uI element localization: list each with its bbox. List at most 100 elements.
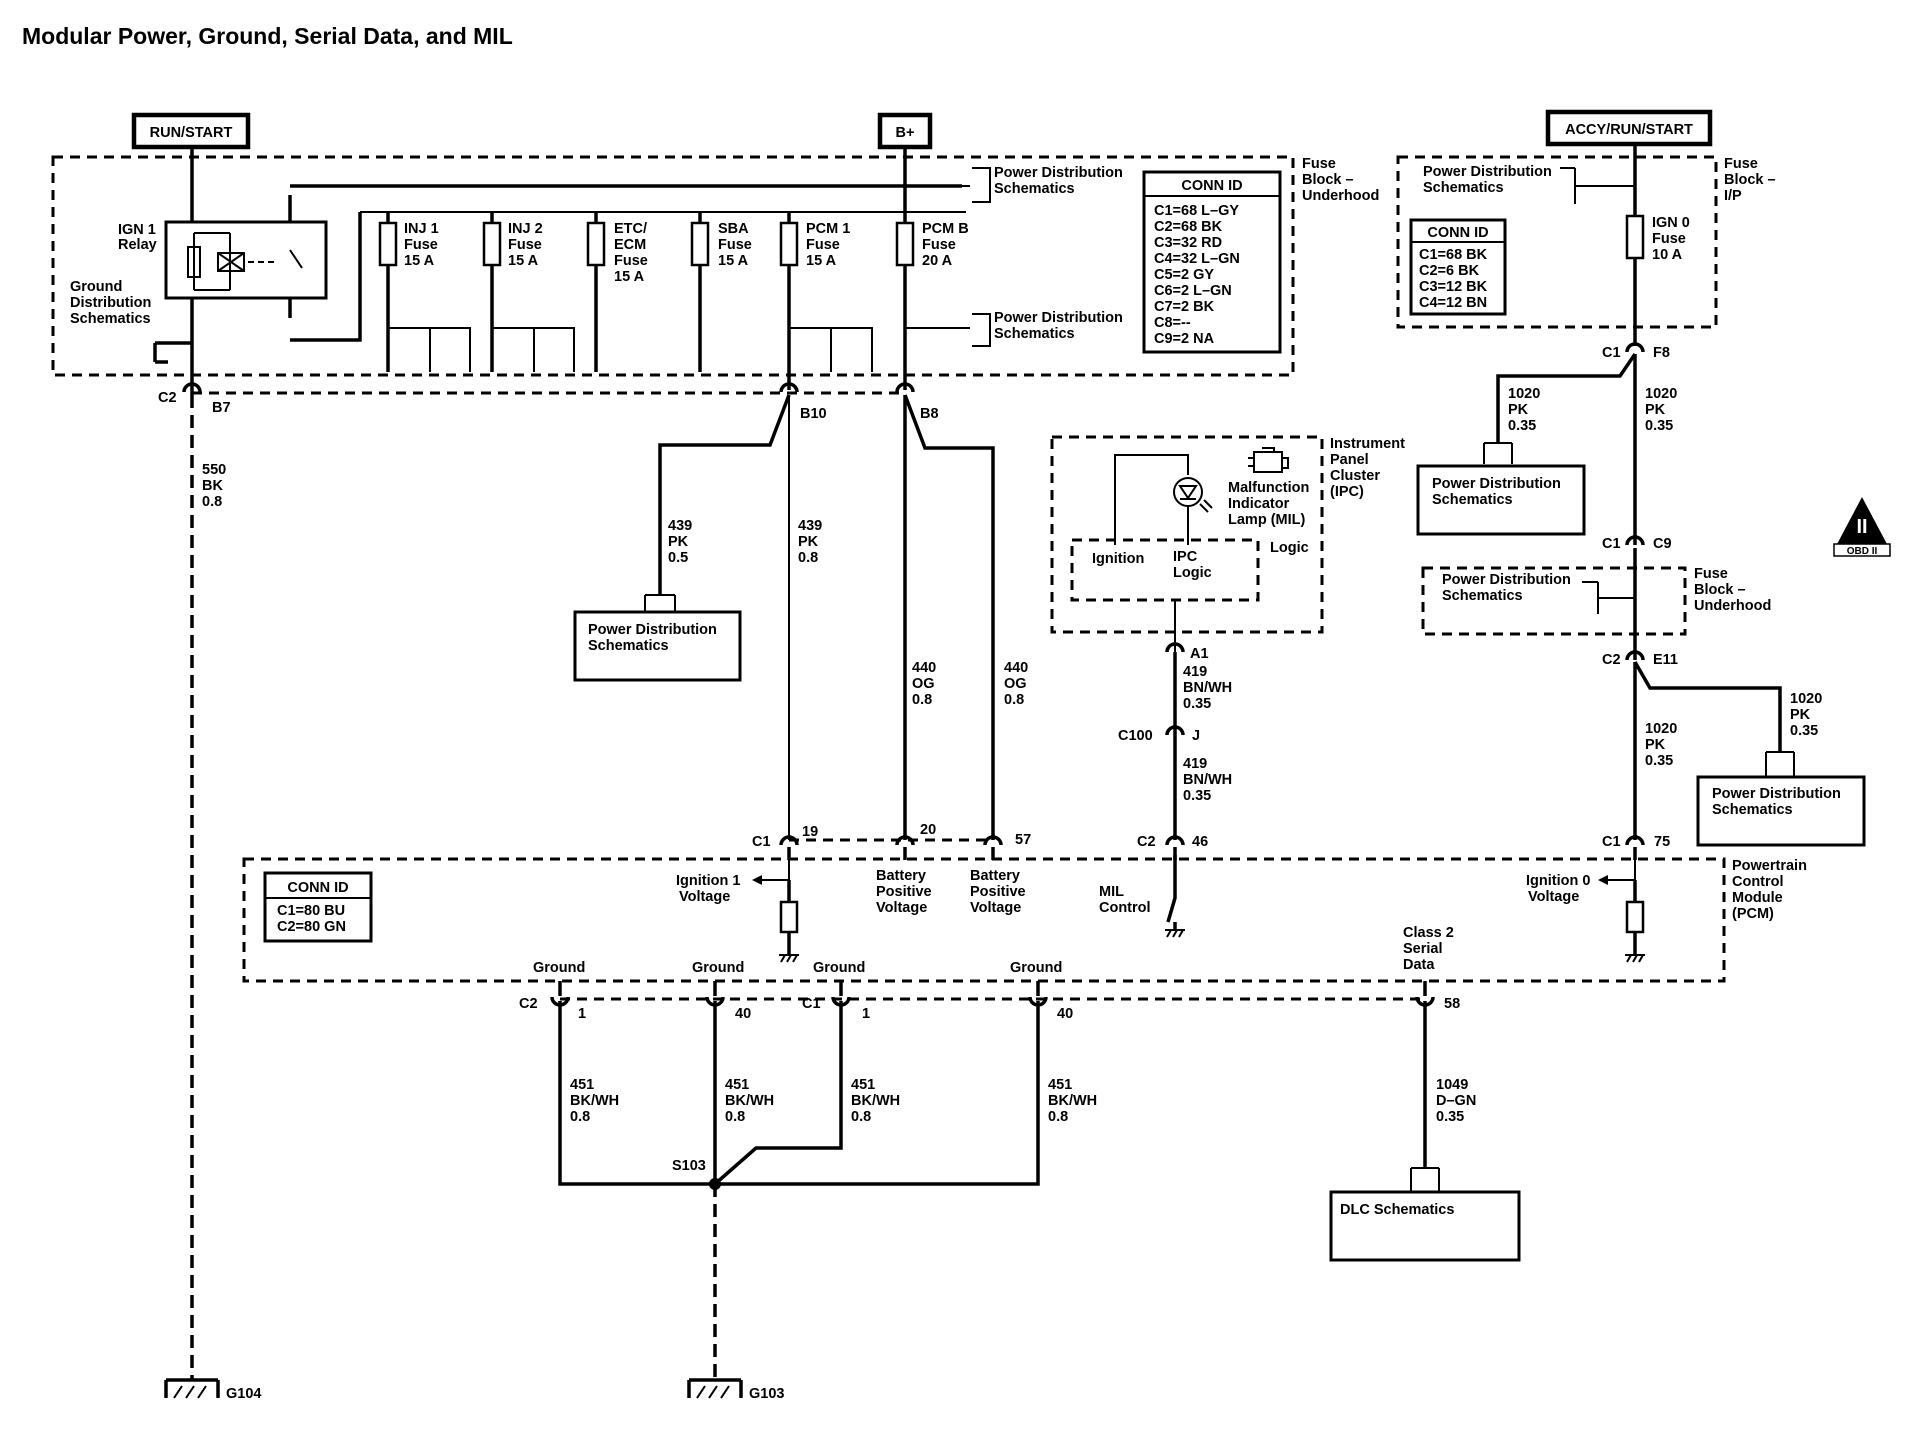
svg-text:Block –: Block – xyxy=(1694,582,1746,598)
wire-1020a: 1020 PK 0.35 xyxy=(1508,386,1540,434)
pin-58: 58 xyxy=(1444,996,1460,1012)
pd-ref-top-1: Power Distribution Schematics xyxy=(905,165,1123,203)
wire-550: 550 BK 0.8 xyxy=(202,462,226,510)
fuse-block-underhood-2: Fuse Block – Underhood Power Distributio… xyxy=(1421,566,1771,636)
svg-text:1049: 1049 xyxy=(1436,1077,1468,1093)
svg-text:G104: G104 xyxy=(226,1386,261,1402)
svg-text:440: 440 xyxy=(1004,660,1028,676)
conn-c9: C9 xyxy=(1653,536,1672,552)
svg-text:Power Distribution: Power Distribution xyxy=(1442,572,1571,588)
svg-text:Fuse: Fuse xyxy=(718,237,752,253)
svg-text:Schematics: Schematics xyxy=(70,311,151,327)
svg-text:Positive: Positive xyxy=(876,884,932,900)
conn-pcm-c2: C2 xyxy=(1137,834,1156,850)
svg-text:Powertrain: Powertrain xyxy=(1732,858,1807,874)
fuse-block-underhood-label-3: Underhood xyxy=(1302,188,1379,204)
pin-57: 57 xyxy=(1015,832,1031,848)
svg-text:Logic: Logic xyxy=(1173,565,1212,581)
conn-pcm-c1: C1 xyxy=(752,834,771,850)
svg-text:Voltage: Voltage xyxy=(1528,889,1579,905)
svg-text:15 A: 15 A xyxy=(614,269,645,285)
wire-440b: 440 OG 0.8 xyxy=(1004,660,1028,708)
svg-text:Distribution: Distribution xyxy=(70,295,151,311)
inj2-fuse: INJ 2 Fuse 15 A xyxy=(482,212,575,372)
svg-text:CONN ID: CONN ID xyxy=(1181,178,1242,194)
svg-text:OG: OG xyxy=(1004,676,1027,692)
engine-icon xyxy=(1248,447,1289,473)
run-start-source: RUN/START xyxy=(131,112,251,150)
ign1-relay-label-2: Relay xyxy=(118,237,157,253)
svg-text:BK/WH: BK/WH xyxy=(1048,1093,1097,1109)
svg-text:(IPC): (IPC) xyxy=(1330,484,1364,500)
pin-75: 75 xyxy=(1654,834,1670,850)
svg-text:0.8: 0.8 xyxy=(725,1109,745,1125)
svg-text:Control: Control xyxy=(1732,874,1784,890)
wire-451b: 451 BK/WH 0.8 xyxy=(725,1077,774,1125)
svg-text:Fuse: Fuse xyxy=(806,237,840,253)
mil-lamp-icon xyxy=(1173,477,1203,507)
svg-text:MIL: MIL xyxy=(1099,884,1124,900)
svg-text:C8=--: C8=-- xyxy=(1154,315,1191,331)
svg-text:Lamp (MIL): Lamp (MIL) xyxy=(1228,512,1305,528)
wire-1020c: 1020 PK 0.35 xyxy=(1790,691,1822,739)
svg-text:Schematics: Schematics xyxy=(994,181,1075,197)
svg-text:Ground: Ground xyxy=(533,960,585,976)
svg-text:Ignition: Ignition xyxy=(1092,551,1144,567)
svg-text:PK: PK xyxy=(1645,737,1666,753)
svg-text:0.35: 0.35 xyxy=(1645,418,1673,434)
svg-text:C9=2 NA: C9=2 NA xyxy=(1154,331,1215,347)
svg-text:G103: G103 xyxy=(749,1386,784,1402)
svg-text:C2=68 BK: C2=68 BK xyxy=(1154,219,1223,235)
svg-text:Class 2: Class 2 xyxy=(1403,925,1454,941)
svg-text:ACCY/RUN/START: ACCY/RUN/START xyxy=(1565,122,1693,138)
svg-text:C4=32 L–GN: C4=32 L–GN xyxy=(1154,251,1240,267)
svg-text:0.8: 0.8 xyxy=(570,1109,590,1125)
wire-439a: 439 PK 0.5 xyxy=(668,518,692,566)
svg-text:PK: PK xyxy=(668,534,689,550)
pin-19: 19 xyxy=(802,824,818,840)
svg-text:C3=32 RD: C3=32 RD xyxy=(1154,235,1222,251)
pd-ref-2: Power Distribution Schematics xyxy=(1416,442,1586,536)
svg-text:C1=80 BU: C1=80 BU xyxy=(277,903,345,919)
svg-text:20 A: 20 A xyxy=(922,253,953,269)
svg-text:15 A: 15 A xyxy=(404,253,435,269)
svg-text:451: 451 xyxy=(570,1077,594,1093)
svg-text:BK/WH: BK/WH xyxy=(851,1093,900,1109)
svg-text:PK: PK xyxy=(798,534,819,550)
svg-text:C1=68 L–GY: C1=68 L–GY xyxy=(1154,203,1239,219)
pin-g1: 1 xyxy=(578,1006,586,1022)
conn-a1: A1 xyxy=(1190,646,1209,662)
svg-text:IPC: IPC xyxy=(1173,549,1198,565)
svg-text:Schematics: Schematics xyxy=(588,638,669,654)
svg-text:I/P: I/P xyxy=(1724,188,1742,204)
wire-1020d: 1020 PK 0.35 xyxy=(1645,721,1677,769)
dlc-schematics-ref: DLC Schematics xyxy=(1329,1167,1521,1262)
svg-text:C1=68 BK: C1=68 BK xyxy=(1419,247,1488,263)
svg-text:BN/WH: BN/WH xyxy=(1183,772,1232,788)
svg-text:Voltage: Voltage xyxy=(876,900,927,916)
pin-g40b: 40 xyxy=(1057,1006,1073,1022)
svg-text:RUN/START: RUN/START xyxy=(150,125,233,141)
svg-text:Logic: Logic xyxy=(1270,540,1309,556)
svg-text:Schematics: Schematics xyxy=(1423,180,1504,196)
svg-text:C2=6 BK: C2=6 BK xyxy=(1419,263,1480,279)
svg-text:Fuse: Fuse xyxy=(1652,231,1686,247)
fuse-block-ip: Fuse Block – I/P IGN 0 Fuse 10 A Power D… xyxy=(1396,144,1776,346)
conn-id-underhood: CONN ID C1=68 L–GY C2=68 BK C3=32 RD C4=… xyxy=(1142,170,1282,354)
svg-text:Fuse: Fuse xyxy=(404,237,438,253)
svg-text:0.8: 0.8 xyxy=(1048,1109,1068,1125)
svg-text:15 A: 15 A xyxy=(718,253,749,269)
svg-text:Voltage: Voltage xyxy=(679,889,730,905)
wire-419b: 419 BN/WH 0.35 xyxy=(1183,756,1232,804)
pcm1-fuse: PCM 1 Fuse 15 A xyxy=(779,212,873,390)
svg-text:Instrument: Instrument xyxy=(1330,436,1405,452)
wire-439b: 439 PK 0.8 xyxy=(798,518,822,566)
svg-text:0.8: 0.8 xyxy=(851,1109,871,1125)
svg-text:0.35: 0.35 xyxy=(1790,723,1818,739)
ign0-fuse xyxy=(1625,214,1645,260)
svg-text:C2=80 GN: C2=80 GN xyxy=(277,919,346,935)
inj1-fuse: INJ 1 Fuse 15 A xyxy=(378,212,471,372)
conn-c100: C100 xyxy=(1118,728,1153,744)
svg-text:Control: Control xyxy=(1099,900,1151,916)
svg-text:Ignition 0: Ignition 0 xyxy=(1526,873,1590,889)
